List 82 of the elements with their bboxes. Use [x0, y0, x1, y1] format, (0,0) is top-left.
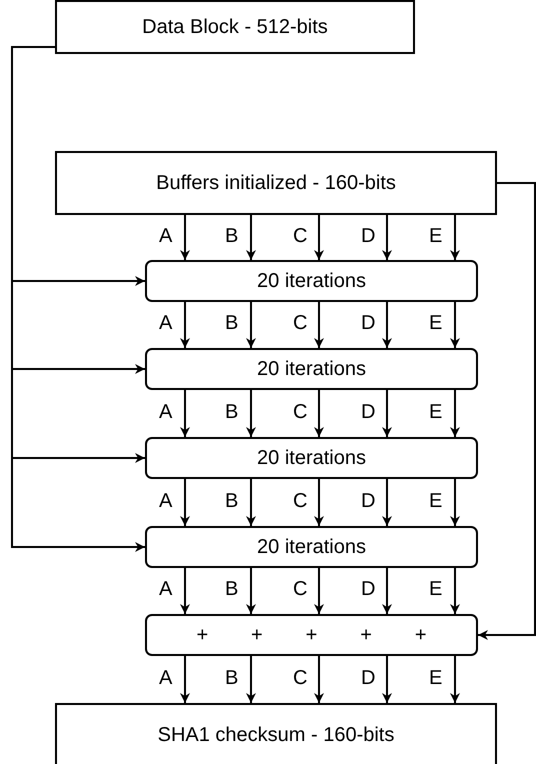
- box-label: SHA1 checksum - 160-bits: [158, 724, 394, 746]
- arrow: [180, 390, 190, 437]
- edge-label: C: [293, 402, 308, 422]
- box-label: 20 iterations: [257, 358, 366, 380]
- arrow: [314, 568, 324, 614]
- process-box: [145, 260, 478, 302]
- edge-label: D: [361, 579, 376, 599]
- plus-sign: +: [360, 624, 372, 646]
- edge-label: B: [225, 490, 238, 510]
- edge-label: C: [293, 226, 308, 246]
- arrow: [450, 215, 460, 260]
- edge-label: A: [159, 226, 172, 246]
- arrow: [246, 215, 256, 260]
- arrow: [180, 656, 190, 703]
- edge-label: E: [429, 402, 442, 422]
- edge-label: D: [361, 226, 376, 246]
- box-label: Data Block - 512-bits: [142, 16, 328, 38]
- edge-label: C: [293, 579, 308, 599]
- process-box: [145, 614, 478, 656]
- edge-label: B: [225, 313, 238, 333]
- edge-label: D: [361, 402, 376, 422]
- edge-label: E: [429, 668, 442, 688]
- arrow: [314, 302, 324, 348]
- edge-label: D: [361, 313, 376, 333]
- edge-label: A: [159, 668, 172, 688]
- edge-label: D: [361, 490, 376, 510]
- arrow: [450, 302, 460, 348]
- edge-label: E: [429, 313, 442, 333]
- arrow: [382, 656, 392, 703]
- arrow: [382, 479, 392, 526]
- box-label: 20 iterations: [257, 536, 366, 558]
- arrow: [246, 390, 256, 437]
- arrow: [314, 390, 324, 437]
- arrow: [478, 182, 536, 640]
- arrow: [246, 302, 256, 348]
- data-box: [55, 703, 497, 764]
- edge-label: E: [429, 226, 442, 246]
- arrow: [246, 479, 256, 526]
- arrow: [382, 215, 392, 260]
- edge-label: B: [225, 226, 238, 246]
- arrow: [382, 568, 392, 614]
- plus-sign: +: [251, 624, 263, 646]
- edge-label: C: [293, 668, 308, 688]
- plus-sign: +: [306, 624, 318, 646]
- arrow: [180, 302, 190, 348]
- data-box: [55, 0, 415, 54]
- arrow: [314, 479, 324, 526]
- edge-label: A: [159, 490, 172, 510]
- plus-sign: +: [414, 624, 427, 646]
- edge-label: A: [159, 313, 172, 333]
- arrow: [382, 390, 392, 437]
- edge-label: E: [429, 490, 442, 510]
- arrow: [246, 568, 256, 614]
- edge-label: B: [225, 402, 238, 422]
- edge-label: B: [225, 579, 238, 599]
- arrow: [180, 479, 190, 526]
- box-label: 20 iterations: [257, 446, 366, 470]
- edge-label: B: [225, 668, 238, 688]
- arrow: [450, 656, 460, 703]
- arrow: [382, 302, 392, 348]
- edge-label: C: [293, 490, 308, 510]
- arrow: [314, 215, 324, 260]
- process-box: [145, 437, 478, 479]
- arrow: [246, 656, 256, 703]
- arrow: [450, 390, 460, 437]
- edge-label: C: [293, 313, 308, 333]
- box-label: Buffers initialized - 160-bits: [156, 172, 396, 194]
- edge-label: E: [429, 579, 442, 599]
- arrow: [450, 479, 460, 526]
- arrow: [314, 656, 324, 703]
- arrow: [180, 568, 190, 614]
- arrow: [180, 215, 190, 260]
- arrow: [11, 46, 145, 552]
- process-box: [145, 526, 478, 568]
- process-box: [145, 348, 478, 390]
- edge-label: A: [159, 579, 172, 599]
- edge-label: A: [159, 402, 172, 422]
- arrow: [450, 568, 460, 614]
- plus-sign: +: [196, 624, 208, 646]
- data-box: [55, 151, 497, 215]
- edge-label: D: [361, 668, 376, 688]
- box-label: 20 iterations: [257, 270, 366, 292]
